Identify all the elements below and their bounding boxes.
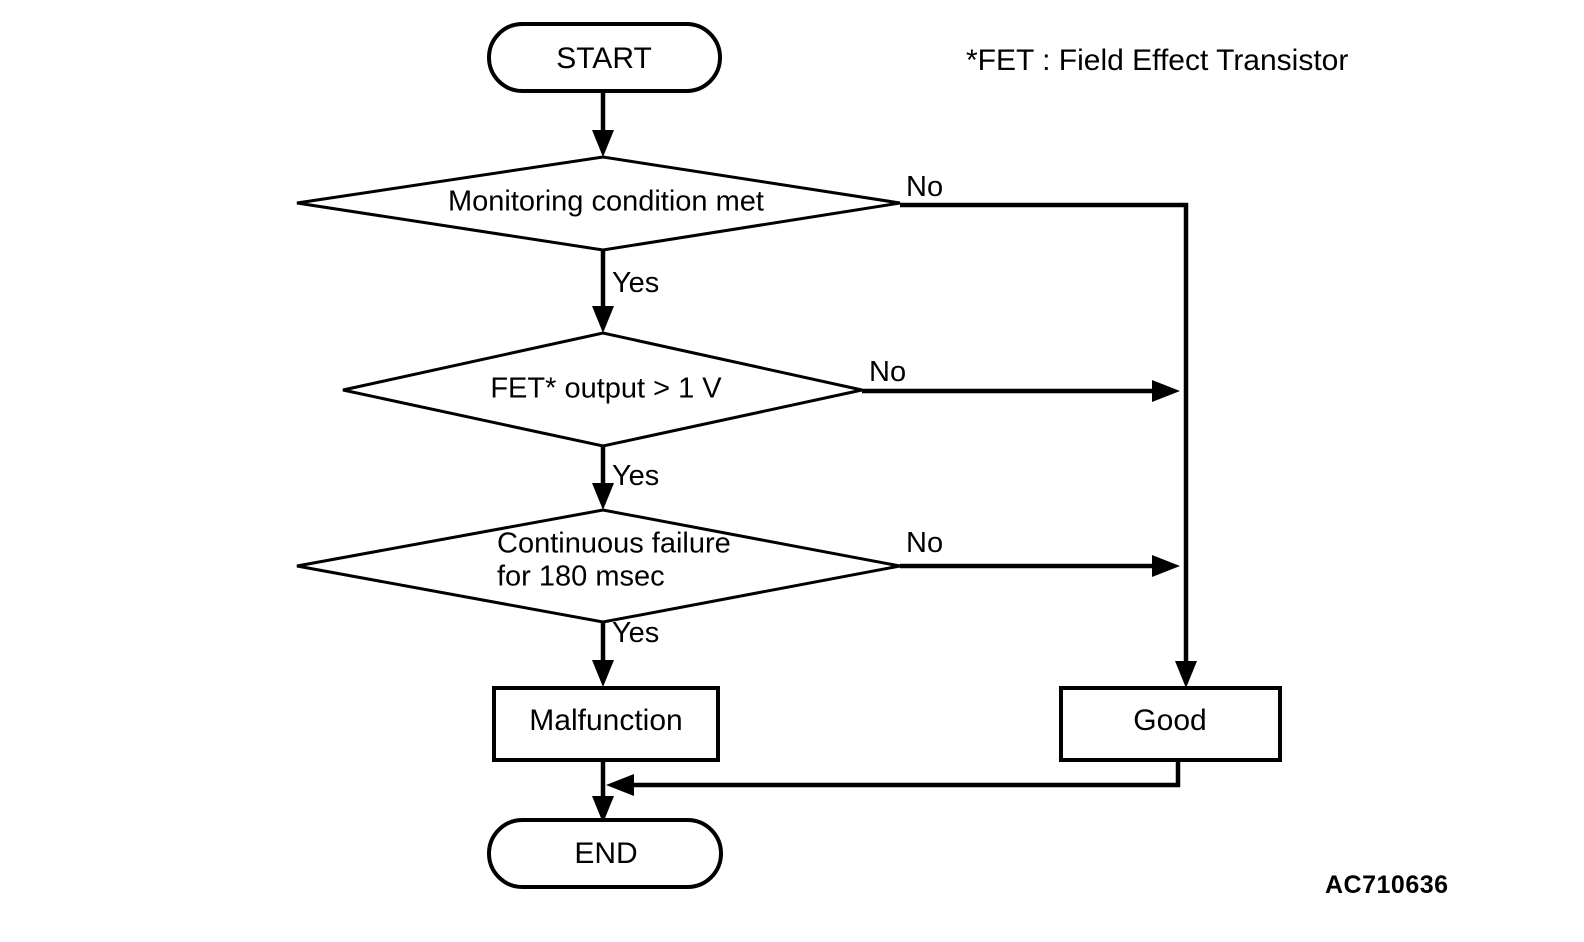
edge-label-no-2: No [869,356,906,388]
end-label: END [574,837,637,870]
edge-label-yes-3: Yes [612,617,659,649]
node-decision-continuous-failure[interactable]: Continuous failure for 180 msec [296,508,901,624]
node-start[interactable]: START [487,22,722,93]
edge-label-no-1: No [906,171,943,203]
connector-decision3-no [900,555,1180,577]
node-end[interactable]: END [487,818,723,889]
arrowhead-right [1152,555,1180,577]
connector-good-to-end [606,760,1181,796]
connector-decision2-no [862,380,1180,402]
malfunction-box-shape [492,686,720,762]
end-terminator-shape [487,818,723,889]
arrowhead-down [592,306,614,333]
start-terminator-shape [487,22,722,93]
decision3-label-line2: for 180 msec [497,561,665,593]
decision2-diamond-shape [342,331,863,448]
edge-label-yes-1: Yes [612,267,659,299]
node-malfunction[interactable]: Malfunction [492,686,720,762]
connector-decision3-yes [592,620,614,687]
arrowhead-down [592,660,614,687]
connector-decision1-no [900,202,1197,688]
malfunction-label: Malfunction [529,704,682,737]
node-decision-monitoring-condition[interactable]: Monitoring condition met [296,155,901,252]
decision3-diamond-shape [296,508,901,624]
connector-start-to-decision1 [592,90,614,157]
node-good[interactable]: Good [1059,686,1282,762]
edge-label-no-3: No [906,527,943,559]
decision1-label: Monitoring condition met [448,186,764,218]
decision1-diamond-shape [296,155,901,252]
edge-label-yes-2: Yes [612,460,659,492]
connector-malfunction-to-end [592,760,614,823]
arrowhead-down [592,130,614,157]
connector-decision1-yes [592,250,614,333]
start-label: START [556,42,652,75]
connector-decision2-yes [592,444,614,510]
arrowhead-left [606,774,634,796]
arrowhead-down [592,796,614,823]
arrowhead-right [1152,380,1180,402]
arrowhead-down [592,483,614,510]
good-box-shape [1059,686,1282,762]
diagram-code: AC710636 [1325,871,1449,899]
node-decision-fet-output[interactable]: FET* output > 1 V [342,331,863,448]
decision3-label-line1: Continuous failure [497,528,731,560]
legend-fet-note: *FET : Field Effect Transistor [966,44,1348,77]
good-label: Good [1133,704,1206,737]
decision2-label: FET* output > 1 V [490,373,722,405]
arrowhead-down [1175,661,1197,688]
